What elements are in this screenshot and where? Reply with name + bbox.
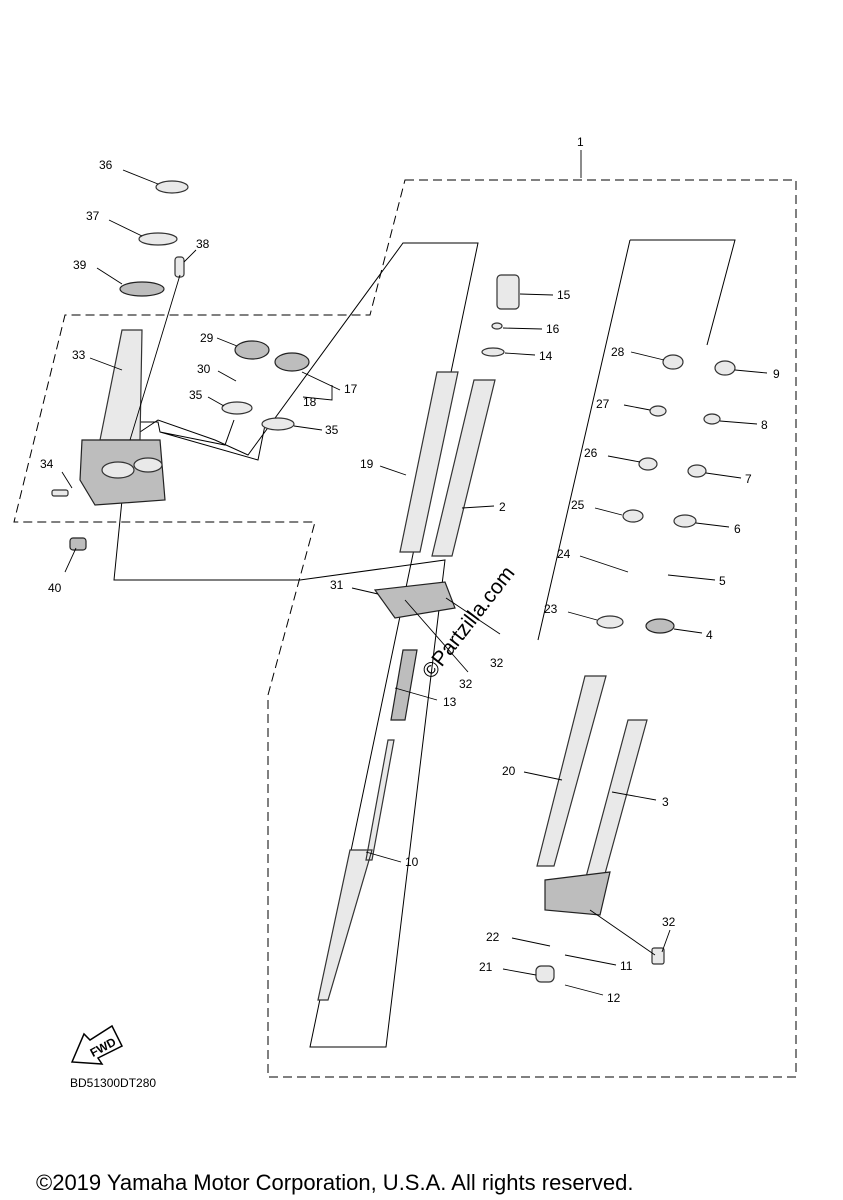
part-25-piece [622,509,644,523]
label-part-16: 16 [546,322,560,336]
part-40-nut [69,537,87,551]
part-17-cap [274,352,310,372]
part-31-bottom-case [373,581,456,619]
leader-lines [61,150,768,996]
label-part-40: 40 [48,581,62,595]
copyright-notice: ©2019 Yamaha Motor Corporation, U.S.A. A… [36,1170,633,1195]
label-part-14: 14 [539,349,553,363]
label-part-32-lower: 32 [662,915,676,929]
label-part-27: 27 [596,397,610,411]
label-part-32-upper: 32 [490,656,504,670]
label-part-12: 12 [607,991,621,1005]
label-part-7: 7 [745,472,752,486]
diagram-code: BD51300DT280 [70,1076,156,1090]
label-part-3: 3 [662,795,669,809]
label-part-29: 29 [200,331,214,345]
part-23-piece [596,615,624,629]
label-part-8: 8 [761,418,768,432]
label-part-33: 33 [72,348,86,362]
part-38-pin [174,256,185,278]
label-part-6: 6 [734,522,741,536]
part-2-tube [431,379,496,557]
label-part-15: 15 [557,288,571,302]
part-35-oring-left [221,401,253,415]
label-part-28: 28 [611,345,625,359]
label-part-13: 13 [443,695,457,709]
label-part-25: 25 [571,498,585,512]
right-fork-bottom [544,871,611,916]
watermark: ©Partzilla.com [418,562,520,683]
part-34-bolt [51,489,69,497]
part-33-stem [99,329,143,441]
label-part-24: 24 [557,547,571,561]
label-part-32-middle: 32 [459,677,473,691]
label-part-1: 1 [577,135,584,149]
right-fork-panel [537,239,736,641]
part-3-tube [581,719,648,893]
label-part-9: 9 [773,367,780,381]
label-part-11: 11 [620,959,633,973]
label-part-26: 26 [584,446,598,460]
part-35-oring-right [261,417,295,431]
label-part-17: 17 [344,382,358,396]
part-32-bolt-right [651,947,665,965]
label-part-20: 20 [502,764,516,778]
label-part-38: 38 [196,237,210,251]
bracket-hole-left [101,461,135,479]
part-13-spring [390,649,418,721]
part-14-seal [481,347,505,357]
part-37-washer [138,232,178,246]
label-part-35-left: 35 [189,388,203,402]
part-36-cap [155,180,189,194]
part-7-piece [687,464,707,478]
part-9-piece [714,360,736,376]
part-26-piece [638,457,658,471]
label-part-18: 18 [303,395,317,409]
part-20-tube [536,675,607,867]
part-28-piece [662,354,684,370]
assembly-dashed-outline [13,179,797,1078]
part-6-piece [673,514,697,528]
label-part-19: 19 [360,457,374,471]
label-part-31: 31 [330,578,344,592]
fwd-arrow-icon: FWD [70,1024,124,1065]
label-part-30: 30 [197,362,211,376]
part-39-ring [119,281,165,297]
label-part-39: 39 [73,258,87,272]
label-part-10: 10 [405,855,419,869]
label-part-5: 5 [719,574,726,588]
part-4-piece [645,618,675,634]
label-part-36: 36 [99,158,113,172]
part-19-tube [399,371,459,553]
part-21-collar [535,965,555,983]
part-15-bushing [496,274,520,310]
label-part-4: 4 [706,628,713,642]
bracket-hole-right [133,457,163,473]
part-16-clip [491,322,503,330]
label-part-35-right: 35 [325,423,339,437]
label-part-34: 34 [40,457,54,471]
part-10-rod [317,739,395,1001]
part-29-cap [234,340,270,360]
label-part-2: 2 [499,500,506,514]
part-27-piece [649,405,667,417]
label-part-21: 21 [479,960,493,974]
upper-bracket-panel [128,419,266,461]
label-part-23: 23 [544,602,558,616]
label-part-37: 37 [86,209,100,223]
label-part-22: 22 [486,930,500,944]
part-8-piece [703,413,721,425]
